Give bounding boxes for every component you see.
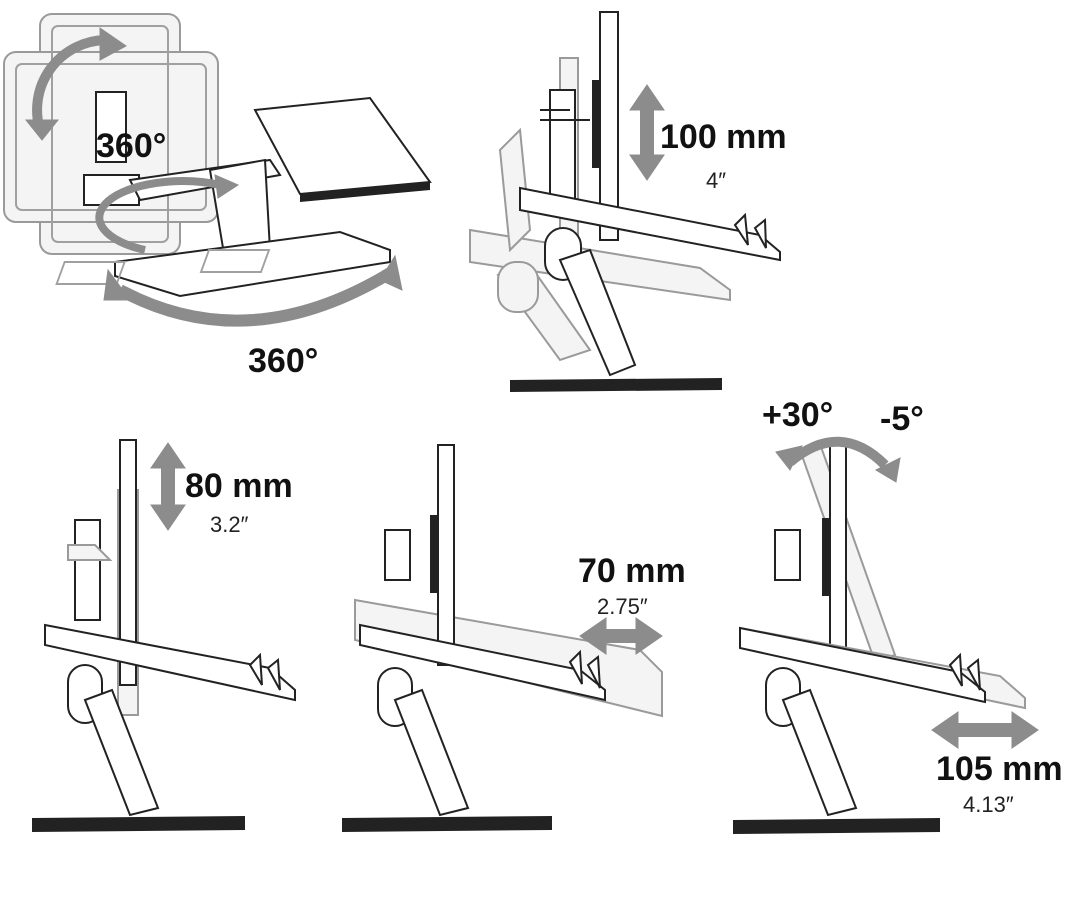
ghost-clamp: [498, 127, 532, 253]
height-100-mm-label: 100 mm: [660, 118, 787, 156]
base: [32, 816, 245, 832]
column-rotation-arrowhead: [214, 174, 240, 199]
screen-clamp: [549, 89, 576, 201]
tray: [739, 626, 986, 704]
depth-70-inch-label: 2.75″: [597, 594, 648, 619]
base: [510, 378, 722, 392]
screen-rotation-label: 360°: [96, 127, 166, 165]
panel-tilt-slide: +30° -5° 105 mm 4.13″: [733, 396, 1063, 834]
ghost-clamp: [67, 544, 113, 561]
slide-arrowhead-right: [1011, 711, 1039, 749]
height-arrowhead-down: [150, 504, 186, 531]
laptop-tray-edge: [300, 182, 430, 202]
base-rotation-arrow: [117, 264, 399, 327]
height-arrowhead-up: [150, 442, 186, 469]
depth-70-mm-label: 70 mm: [578, 552, 686, 590]
height-arrowhead-up: [629, 84, 665, 111]
tray-stops: [568, 649, 601, 689]
base-slot-1: [55, 261, 127, 285]
screen-clamp: [774, 529, 801, 581]
screen-rotation-arrowhead-2: [24, 119, 60, 141]
screen-side-profile: [829, 444, 847, 664]
panel-rotation: 360° 360°: [3, 13, 432, 380]
panel-depth-70: 70 mm 2.75″: [342, 444, 686, 832]
depth-arrowhead-right: [635, 617, 663, 655]
slide-105-inch-label: 4.13″: [963, 792, 1014, 817]
vesa-plate: [822, 518, 830, 596]
slide-arrowhead-left: [931, 711, 959, 749]
tilt-arrowhead-right: [874, 457, 901, 483]
tray: [359, 623, 606, 702]
vesa-plate: [592, 80, 600, 168]
lower-arm: [83, 688, 160, 817]
base-plate: [114, 230, 391, 298]
ghost-tray: [469, 228, 731, 302]
base: [733, 818, 940, 834]
height-80-mm-label: 80 mm: [185, 467, 293, 505]
tray: [519, 186, 781, 262]
base-rotation-label: 360°: [248, 342, 318, 380]
tilt-arrow: [786, 436, 889, 469]
screen-clamp: [74, 519, 101, 621]
base-rotation-arrowhead-1: [103, 268, 131, 301]
screen-side-profile: [437, 444, 455, 666]
tilt-up-label: +30°: [762, 396, 833, 434]
screen-rotation-arrow: [32, 35, 106, 132]
vesa-plate: [430, 515, 438, 593]
tray-stops: [948, 652, 981, 691]
screen-rotation-arrowhead-1: [99, 27, 127, 61]
panel-height-80: 80 mm 3.2″: [32, 439, 296, 832]
base: [342, 816, 552, 832]
panel-height-100: 100 mm 4″: [469, 11, 787, 392]
lower-arm: [781, 688, 858, 817]
ghost-hinge: [497, 261, 539, 313]
base-slot-2: [199, 249, 271, 273]
base-rotation-arrowhead-2: [379, 254, 403, 291]
column-rotation-arrow: [95, 177, 221, 254]
slide-105-mm-label: 105 mm: [936, 750, 1063, 788]
vesa-mount: [95, 91, 127, 163]
lower-arm: [558, 248, 637, 377]
height-arrowhead-down: [629, 154, 665, 181]
laptop-tray: [253, 96, 432, 196]
tilt-arrowhead-left: [775, 445, 803, 471]
height-80-inch-label: 3.2″: [210, 512, 249, 537]
ghost-tilted-screen: [798, 442, 897, 664]
tray-stops: [248, 652, 281, 691]
screen-side-profile: [119, 439, 137, 686]
height-100-inch-label: 4″: [706, 168, 726, 193]
clamp-lines: [540, 109, 590, 121]
ghost-screen-inner-2: [51, 25, 169, 243]
tilt-down-label: -5°: [880, 400, 924, 438]
depth-arrowhead-left: [579, 617, 607, 655]
lower-arm: [393, 688, 470, 817]
tray: [44, 623, 296, 702]
screen-clamp: [384, 529, 411, 581]
tray-stops: [733, 212, 767, 249]
ghost-screen-inner: [15, 63, 207, 211]
